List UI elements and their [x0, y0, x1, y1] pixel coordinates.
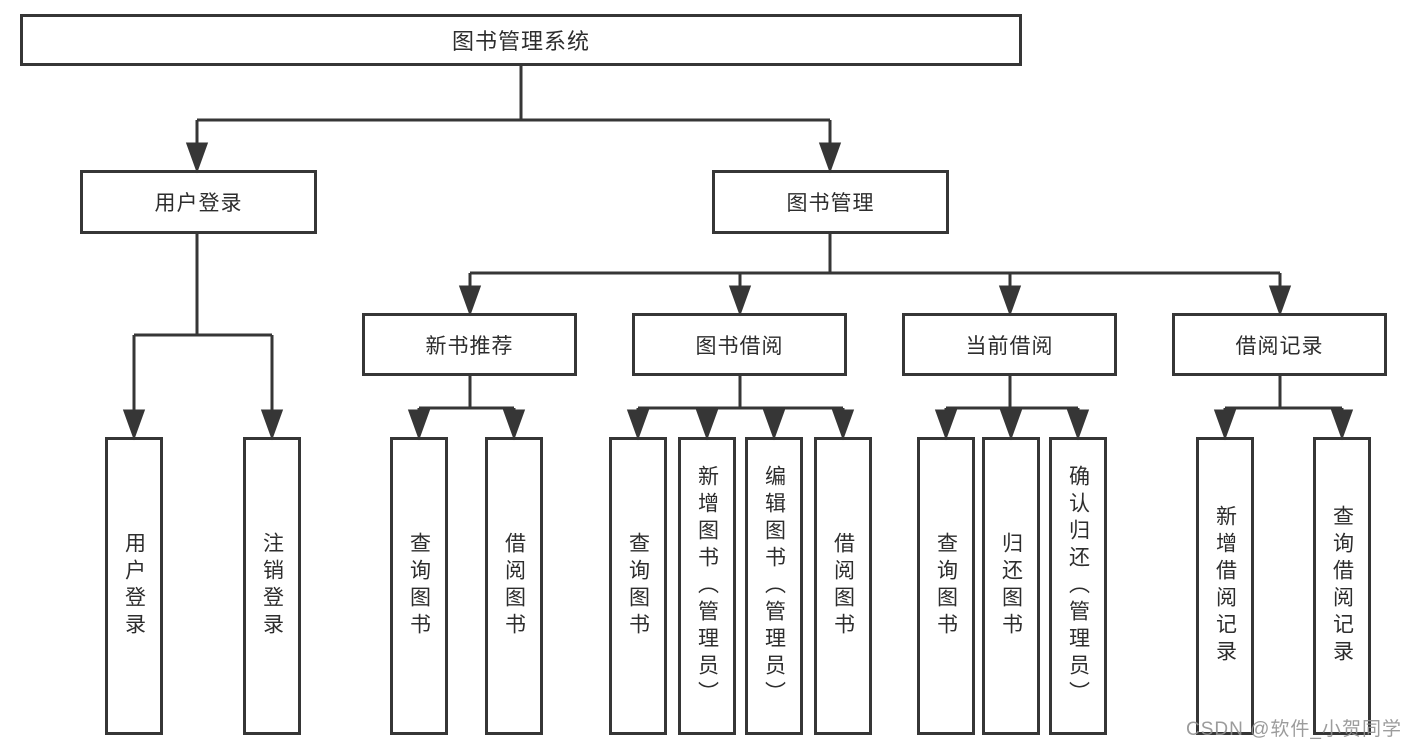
node-current-borrowing: 当前借阅 [902, 313, 1117, 376]
node-new-book-recommendation: 新书推荐 [362, 313, 577, 376]
node-leaf-borrow-books-recommend: 借阅图书 [485, 437, 543, 735]
node-leaf-query-books-recommend: 查询图书 [390, 437, 448, 735]
node-book-management: 图书管理 [712, 170, 949, 234]
connector-book-borrowing-to-leaves [626, 376, 855, 441]
node-borrowing-records: 借阅记录 [1172, 313, 1387, 376]
connector-user-login-to-leaves [122, 234, 284, 441]
node-leaf-return-books: 归还图书 [982, 437, 1040, 735]
connector-current-borrowing-to-leaves [934, 376, 1090, 441]
connector-book-mgmt-to-level3 [458, 234, 1292, 317]
node-leaf-edit-books-admin: 编辑图书（管理员） [745, 437, 803, 735]
node-leaf-logout: 注销登录 [243, 437, 301, 735]
node-leaf-confirm-return-admin: 确认归还（管理员） [1049, 437, 1107, 735]
node-leaf-query-books-borrowing: 查询图书 [609, 437, 667, 735]
node-book-management-system: 图书管理系统 [20, 14, 1022, 66]
connector-root-to-level2 [185, 66, 842, 174]
node-leaf-borrow-books-borrowing: 借阅图书 [814, 437, 872, 735]
csdn-watermark: CSDN @软件_小贺同学 [1186, 719, 1402, 740]
node-leaf-add-books-admin: 新增图书（管理员） [678, 437, 736, 735]
node-leaf-user-login: 用户登录 [105, 437, 163, 735]
node-leaf-add-borrow-record: 新增借阅记录 [1196, 437, 1254, 735]
connector-new-book-rec-to-leaves [407, 376, 526, 441]
node-book-borrowing: 图书借阅 [632, 313, 847, 376]
node-user-login: 用户登录 [80, 170, 317, 234]
node-leaf-query-borrow-record: 查询借阅记录 [1313, 437, 1371, 735]
node-leaf-query-books-current: 查询图书 [917, 437, 975, 735]
connector-borrow-records-to-leaves [1213, 376, 1354, 441]
